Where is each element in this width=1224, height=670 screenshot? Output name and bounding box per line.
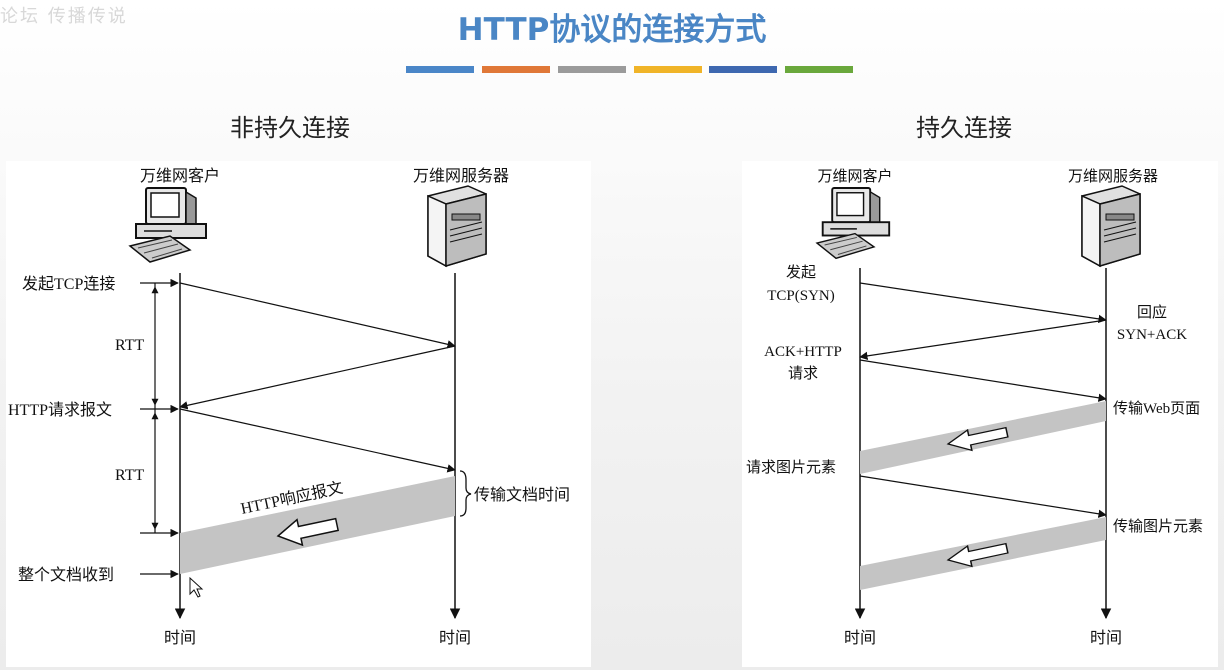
request-arrow [859, 359, 1107, 402]
request-image-label: 请求图片元素 [746, 459, 836, 476]
slide-title: HTTP协议的连接方式 [457, 12, 767, 48]
synack-arrow [179, 345, 456, 410]
ack-label-1: ACK+HTTP [764, 344, 842, 360]
ack-label-2: 请求 [788, 365, 818, 382]
persistent-diagram: 万维网客户 万维网服务器 发起 TCP(SYN) 回应 SYN+ACK ACK+… [742, 161, 1218, 667]
persistent-heading: 持久连接 [916, 114, 1012, 142]
request-arrow [179, 408, 456, 473]
start-tcp-label: 发起TCP连接 [22, 275, 115, 293]
doc-received-label: 整个文档收到 [18, 566, 114, 584]
left-time-label: 时间 [844, 629, 876, 647]
transfer-web-label: 传输Web页面 [1113, 400, 1200, 417]
server-icon [427, 185, 487, 267]
reply-label-2: SYN+ACK [1117, 327, 1187, 343]
left-time-label: 时间 [164, 629, 196, 647]
watermark: 论坛 传播传说 [0, 6, 128, 27]
accent-bar [558, 66, 626, 73]
accent-bar [406, 66, 474, 73]
accent-bar [482, 66, 550, 73]
transfer-time-label: 传输文档时间 [474, 486, 570, 504]
transfer-brace [459, 470, 472, 517]
rtt-label-2: RTT [115, 467, 144, 484]
accent-bar [785, 66, 853, 73]
non-persistent-diagram: 万维网客户 万维网服务器 发起TCP连接 RTT HTTP请求报文 RTT HT… [6, 161, 591, 667]
right-time-label: 时间 [1090, 629, 1122, 647]
synack-arrow [859, 319, 1107, 361]
rtt-label-1: RTT [115, 337, 144, 354]
left-panel-bg [6, 161, 591, 667]
left-client-label: 万维网客户 [140, 167, 220, 185]
right-server-label: 万维网服务器 [1068, 168, 1158, 185]
non-persistent-heading: 非持久连接 [230, 114, 350, 142]
image-request-arrow [859, 475, 1107, 518]
mouse-cursor-icon [189, 576, 204, 598]
http-request-label: HTTP请求报文 [8, 401, 112, 419]
syn-arrow [859, 282, 1107, 324]
right-client-label: 万维网客户 [817, 168, 892, 185]
start-label-2: TCP(SYN) [767, 288, 835, 304]
left-server-label: 万维网服务器 [413, 167, 509, 185]
accent-bar [709, 66, 777, 73]
server-icon [1081, 185, 1141, 267]
syn-arrow [179, 282, 456, 349]
reply-label-1: 回应 [1137, 303, 1167, 321]
start-label-1: 发起 [786, 264, 816, 281]
right-time-label: 时间 [439, 629, 471, 647]
transfer-image-label: 传输图片元素 [1113, 518, 1203, 535]
accent-bar [634, 66, 702, 73]
